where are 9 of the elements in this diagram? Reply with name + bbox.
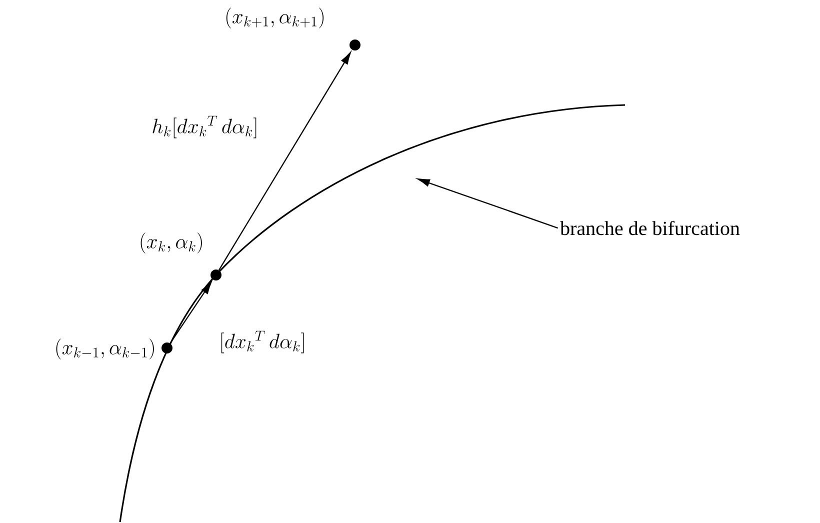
point-label: $(x_{k-1},\alpha_{k-1})$ xyxy=(56,338,154,360)
point-label: $(x_k,\alpha_k)$ xyxy=(140,232,202,254)
curve-label: branche de bifurcation xyxy=(560,220,740,236)
edge-label: $h_k[dx_k{}^T\, d\alpha_k]$ xyxy=(150,114,260,140)
leader-arrow xyxy=(418,178,558,229)
arrow xyxy=(218,52,351,270)
edge-label: $[dx_k{}^T\, d\alpha_k]$ xyxy=(218,330,307,354)
point-label: $(x_{k+1},\alpha_{k+1})$ xyxy=(226,8,324,28)
arrow xyxy=(170,282,212,344)
